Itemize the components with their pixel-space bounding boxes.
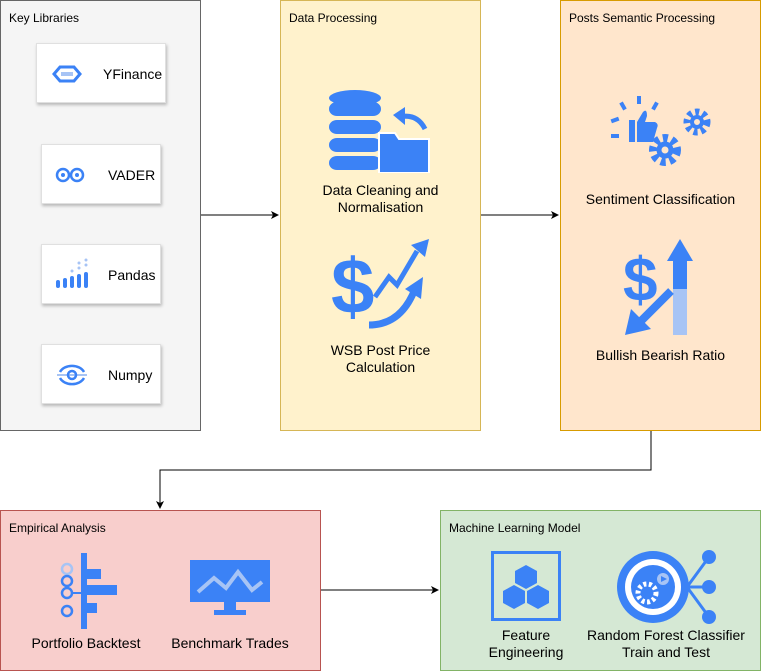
numpy-icon [57,364,87,386]
posts-semantic-title: Posts Semantic Processing [569,11,716,25]
dollar-up-down-icon: $ [623,239,693,335]
empirical-analysis-title: Empirical Analysis [9,521,106,535]
sentiment-classification-label: Sentiment Classification [585,191,736,207]
ml-model-title: Machine Learning Model [449,521,581,535]
data-processing-title: Data Processing [289,11,378,25]
portfolio-backtest-label: Portfolio Backtest [31,635,141,651]
benchmark-trades-label: Benchmark Trades [171,635,289,651]
dollar-trend-icon: $ [331,239,429,329]
ml-gear-network-icon [617,550,716,624]
library-card-pandas: Pandas [41,244,161,304]
vader-icon [55,167,85,183]
portfolio-icon [60,553,117,629]
library-label: YFinance [103,66,163,82]
library-card-numpy: Numpy [41,344,161,404]
posts-semantic-group: Posts Semantic Processing Sentiment Clas… [560,0,761,431]
pandas-icon [56,258,88,288]
key-libraries-title: Key Libraries [9,11,80,25]
library-label: Pandas [108,267,156,283]
random-forest-label: Random Forest Classifier Train and Test [587,627,745,660]
wsb-price-label: WSB Post Price Calculation [330,342,431,375]
data-cleaning-label: Data Cleaning and Normalisation [322,182,439,215]
cubes-icon [491,551,561,621]
key-libraries-group: Key Libraries YFinance VADER [0,0,201,431]
yfinance-icon [52,65,82,83]
thumbs-up-gears-icon [610,96,711,166]
ml-model-group: Machine Learning Model Feature Engineeri… [440,510,761,671]
monitor-chart-icon [190,560,270,615]
empirical-analysis-group: Empirical Analysis Portfolio Backtest Be… [0,510,321,671]
database-folder-icon [329,90,430,173]
svg-text:$: $ [623,246,657,315]
feature-engineering-label: Feature Engineering [488,627,564,660]
library-card-vader: VADER [41,144,161,204]
data-processing-group: Data Processing Data Cleaning and Normal… [280,0,481,431]
bullish-bearish-label: Bullish Bearish Ratio [595,347,726,363]
svg-text:$: $ [331,242,374,329]
library-label: Numpy [108,367,153,383]
library-card-yfinance: YFinance [36,43,166,103]
arrow-semantic-to-empirical [156,431,652,509]
library-label: VADER [108,167,156,183]
